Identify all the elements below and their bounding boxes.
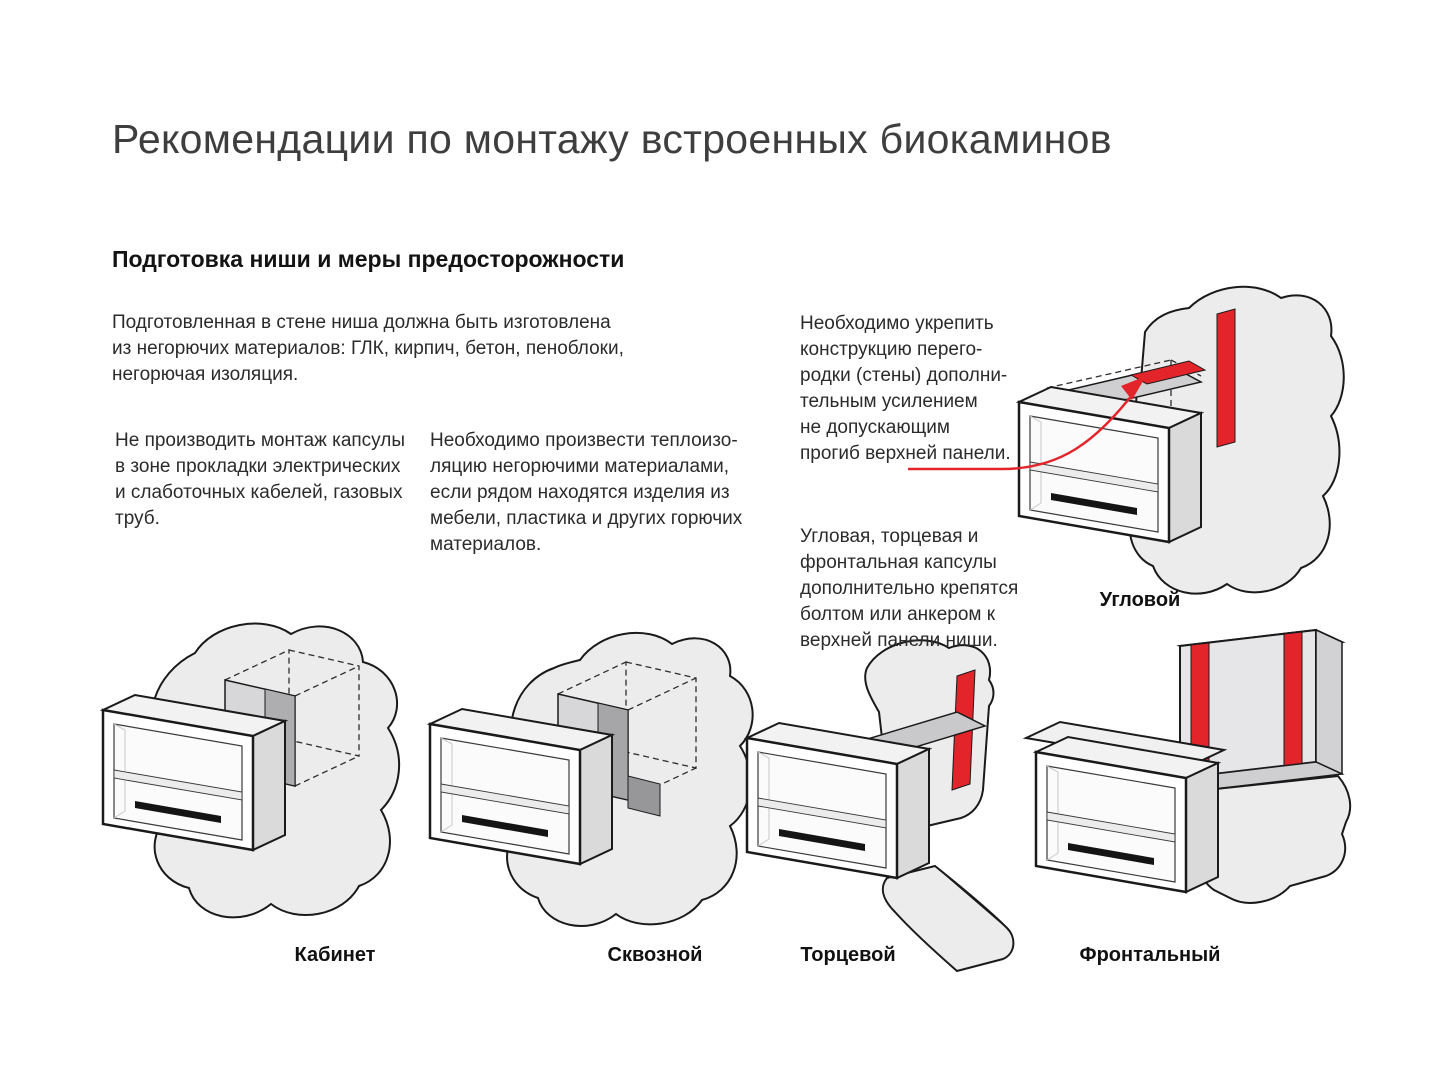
fireplace-capsule [1017, 385, 1203, 544]
diagram-end [745, 639, 1015, 973]
fireplace-capsule [745, 721, 931, 880]
section-heading: Подготовка ниши и меры предосторожности [112, 246, 625, 272]
label-cabinet: Кабинет [294, 944, 376, 966]
fireplace-capsule [1034, 735, 1220, 894]
paragraph-niche-materials: Подготовленная в стене ниша должна быть … [112, 312, 624, 385]
reinforcement-stripe [1283, 631, 1303, 767]
pointer-arrow [908, 376, 1146, 471]
wall-lower [1197, 774, 1352, 904]
diagram-through [428, 631, 754, 927]
label-end: Торцевой [800, 944, 896, 966]
page-title: Рекомендации по монтажу встроенных биока… [112, 116, 1112, 162]
wall-slab-side [1315, 628, 1343, 776]
fireplace-capsule [428, 707, 614, 866]
through-passage [627, 775, 661, 817]
paragraph-no-cables: Не производить монтаж капсулы в зоне про… [115, 430, 406, 529]
paragraph-reinforce: Необходимо укрепить конструкцию перего- … [800, 313, 1011, 464]
wall-lower-beam [881, 864, 1015, 973]
diagram-corner [1017, 285, 1345, 595]
reinforcement-stripe [1216, 308, 1236, 448]
label-frontal: Фронтальный [1079, 944, 1221, 966]
paragraph-anchoring: Угловая, торцевая и фронтальная капсулы … [800, 526, 1019, 651]
diagram-cabinet [101, 622, 401, 919]
fireplace-capsule [101, 693, 287, 852]
label-through: Сквозной [607, 944, 703, 966]
diagram-frontal [1022, 628, 1352, 904]
paragraph-insulation: Необходимо произвести теплоизо- ляцию не… [430, 430, 743, 555]
label-corner: Угловой [1099, 589, 1181, 611]
